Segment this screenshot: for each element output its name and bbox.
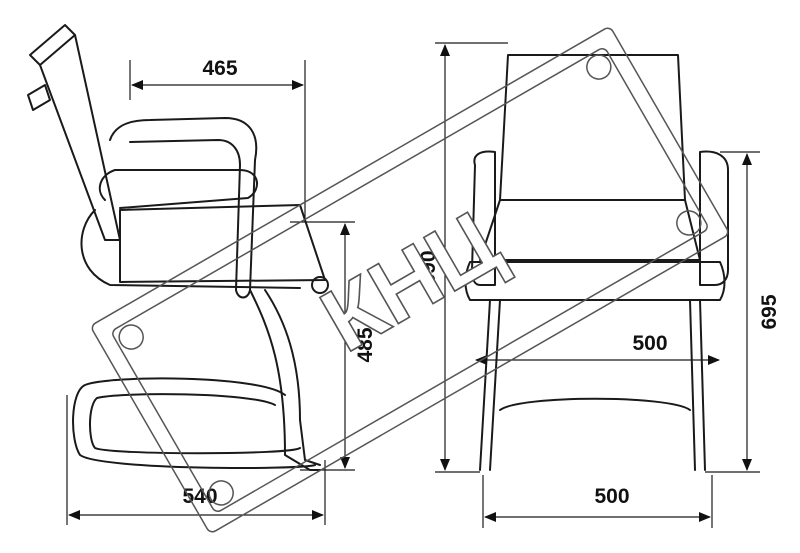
chair-side-view xyxy=(27,24,329,471)
dimension-label-465: 465 xyxy=(202,57,237,80)
dimension-label-695: 695 xyxy=(758,294,781,329)
dimension-seat-height: 485 xyxy=(290,221,377,471)
dimension-base-width: 500 xyxy=(482,475,713,528)
chair-front-view xyxy=(464,54,729,471)
dimension-seat-width: 500 xyxy=(475,332,720,365)
dimension-armrest-height: 695 xyxy=(705,151,781,473)
svg-text:КНЦ: КНЦ xyxy=(306,192,517,372)
dimension-label-890: 890 xyxy=(417,250,440,285)
dimension-label-500-seat: 500 xyxy=(632,332,667,355)
dimension-overall-depth: 540 xyxy=(66,395,326,525)
watermark-logo: КНЦ xyxy=(91,27,729,533)
dimension-armrest-depth: 465 xyxy=(129,57,306,222)
dimension-label-500-base: 500 xyxy=(594,485,629,508)
dimension-label-485: 485 xyxy=(354,327,377,362)
